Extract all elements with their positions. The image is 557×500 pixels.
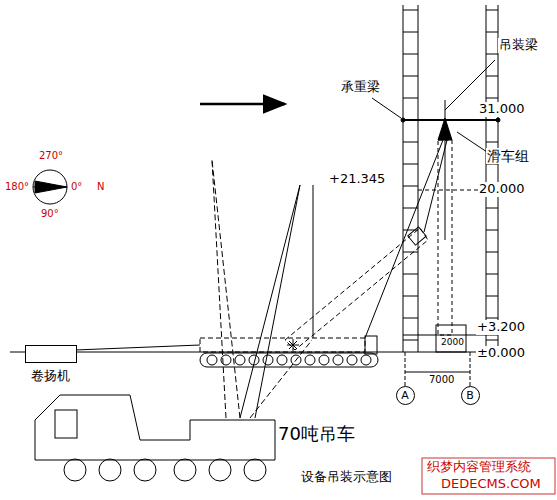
axis-letter: B <box>466 389 474 402</box>
rung <box>486 54 498 55</box>
rung <box>486 98 498 99</box>
vessel-horizontal <box>200 338 365 352</box>
track-wheel <box>235 355 245 365</box>
rung <box>403 76 418 77</box>
track-wheel <box>263 355 273 365</box>
elevation: 20.000 <box>478 182 526 197</box>
crane-label: 70吨吊车 <box>277 424 356 445</box>
beam-label: 承重梁 <box>340 80 381 95</box>
rung <box>486 120 498 121</box>
rung <box>403 98 418 99</box>
winch-box <box>25 345 77 363</box>
rung <box>486 76 498 77</box>
rung <box>403 340 418 341</box>
crane-wheel <box>134 459 156 481</box>
track-wheel <box>333 355 343 365</box>
elevation: 31.000 <box>478 102 526 117</box>
watermark: DEDECMS.COM <box>440 477 542 492</box>
elevation: ±0.000 <box>476 346 526 361</box>
compass <box>33 170 67 204</box>
track-wheel <box>277 355 287 365</box>
rung <box>486 10 498 11</box>
beam-label: 吊装梁 <box>498 38 539 53</box>
crane-wheel <box>64 459 86 481</box>
elevation: +3.200 <box>476 320 526 335</box>
rung <box>403 142 418 143</box>
vessel-inclined <box>285 228 428 350</box>
dimension-line <box>405 372 470 373</box>
crane-body <box>35 395 275 460</box>
crane-wheel <box>244 459 266 481</box>
caption: 设备吊装示意图 <box>300 470 393 485</box>
crawler-track <box>200 353 378 367</box>
compass-degree: 90° <box>40 208 60 220</box>
track-wheel <box>305 355 315 365</box>
rung <box>403 120 418 121</box>
rung <box>403 32 418 33</box>
rung <box>486 230 498 231</box>
direction-arrow <box>200 103 285 106</box>
compass-label: N <box>96 181 105 193</box>
track-wheel <box>207 355 217 365</box>
rung <box>486 274 498 275</box>
axis-marker: B <box>461 386 480 405</box>
pulley-block <box>438 118 452 140</box>
winch-label: 卷扬机 <box>25 367 75 385</box>
winch: 卷扬机 <box>25 345 75 385</box>
compass-needle <box>33 181 67 193</box>
compass-degree: 0° <box>70 181 83 193</box>
axis-letter: A <box>401 389 409 402</box>
rung <box>486 142 498 143</box>
watermark: 织梦内容管理系统 <box>426 460 532 475</box>
crane-wheel <box>174 459 196 481</box>
part-label: 滑车组 <box>486 148 530 164</box>
track-wheel <box>347 355 357 365</box>
crane-wheel <box>99 459 121 481</box>
rung <box>403 10 418 11</box>
rung <box>486 252 498 253</box>
rung <box>486 318 498 319</box>
compass-degree: 270° <box>38 150 64 162</box>
rung <box>403 252 418 253</box>
crane-wheel <box>209 459 231 481</box>
steel-frame <box>401 5 500 352</box>
rung <box>403 54 418 55</box>
rung <box>403 296 418 297</box>
compass-degree: 180° <box>4 181 30 193</box>
dimension: 7000 <box>428 374 455 386</box>
dimension: 2000 <box>440 337 465 347</box>
rung <box>403 164 418 165</box>
watermark-box <box>422 458 555 494</box>
foundation <box>436 325 466 352</box>
rung <box>403 318 418 319</box>
winch-cable <box>75 345 200 350</box>
elevation: +21.345 <box>328 172 386 187</box>
pivot-mark <box>287 339 299 351</box>
track-wheel <box>319 355 329 365</box>
cable <box>365 140 443 338</box>
rung <box>486 208 498 209</box>
rung <box>486 296 498 297</box>
track-wheel <box>361 355 371 365</box>
rung <box>403 274 418 275</box>
rung <box>486 32 498 33</box>
axis-marker: A <box>396 386 415 405</box>
rung <box>486 340 498 341</box>
rung <box>403 186 418 187</box>
